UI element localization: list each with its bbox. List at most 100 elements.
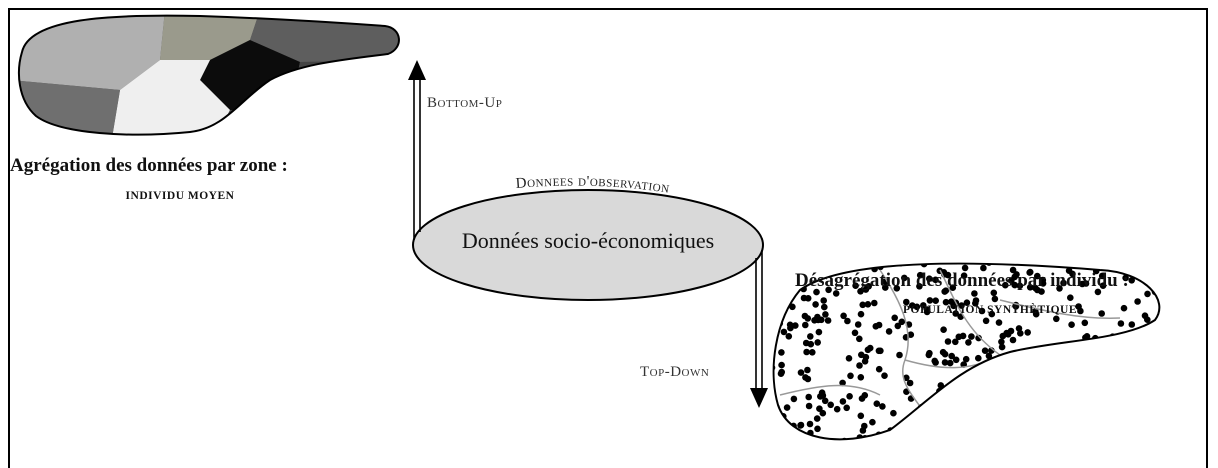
population-dot xyxy=(971,290,978,297)
disaggregation-title: Désagrégation des données par individu : xyxy=(795,270,1129,291)
population-dot xyxy=(864,301,872,308)
population-dot xyxy=(1096,396,1104,404)
population-dot xyxy=(891,314,898,322)
population-dot xyxy=(1025,256,1032,263)
population-dot xyxy=(1061,419,1069,427)
population-dot xyxy=(832,290,840,297)
population-dot xyxy=(926,297,934,304)
population-dot xyxy=(806,420,814,428)
population-dot xyxy=(804,366,811,374)
population-dot xyxy=(773,263,779,266)
population-dot xyxy=(802,321,809,329)
population-dot xyxy=(1148,406,1155,414)
population-dot xyxy=(969,426,977,434)
population-dot xyxy=(946,359,954,367)
population-dot xyxy=(833,255,840,262)
population-dot xyxy=(1141,312,1149,320)
population-dot xyxy=(1035,391,1042,399)
population-dot xyxy=(1067,294,1074,302)
population-dot xyxy=(954,392,962,400)
population-dot xyxy=(1037,394,1045,402)
population-dot xyxy=(975,354,982,362)
population-dot xyxy=(822,311,829,318)
population-dot xyxy=(1007,327,1015,335)
population-dot xyxy=(857,310,865,318)
population-dot xyxy=(1148,256,1155,263)
population-dot xyxy=(1029,429,1036,436)
population-dot xyxy=(932,276,939,284)
population-dot xyxy=(854,321,862,328)
population-dot xyxy=(777,370,785,378)
population-dot xyxy=(839,398,847,405)
population-dot xyxy=(936,425,944,433)
population-dot xyxy=(1156,263,1160,265)
population-dot xyxy=(819,409,827,417)
population-dot xyxy=(814,339,821,346)
population-dot xyxy=(904,263,911,265)
population-dot xyxy=(843,404,850,412)
population-dot xyxy=(999,438,1006,440)
zone-boundary-4 xyxy=(999,299,1121,320)
population-dot xyxy=(1124,386,1132,393)
population-dot xyxy=(1078,389,1086,396)
population-dot xyxy=(948,431,955,438)
population-dot xyxy=(797,369,805,376)
aggregation-subtitle: INDIVIDU MOYEN xyxy=(125,190,235,202)
population-dot xyxy=(952,338,959,346)
population-dot xyxy=(889,430,897,437)
population-dot xyxy=(777,295,784,302)
population-dot xyxy=(1086,397,1094,404)
population-dot xyxy=(1035,389,1043,396)
population-dot xyxy=(885,328,893,335)
population-dot xyxy=(1105,350,1112,358)
population-dot xyxy=(1056,348,1063,355)
population-dot xyxy=(988,310,996,318)
population-dot xyxy=(893,285,901,292)
population-dot xyxy=(1028,349,1035,357)
population-dot xyxy=(827,401,834,409)
population-dot xyxy=(940,414,947,421)
population-dot xyxy=(839,379,846,387)
population-dot xyxy=(1070,375,1078,383)
population-dot xyxy=(1099,282,1107,290)
population-dot xyxy=(833,263,840,269)
zone-boundary-3 xyxy=(939,269,1001,356)
zone-white xyxy=(110,60,230,135)
population-dot xyxy=(1057,348,1065,355)
population-dot xyxy=(864,346,872,354)
population-dot xyxy=(819,263,827,264)
population-dot xyxy=(1098,272,1106,280)
population-dot xyxy=(1045,356,1052,364)
population-dot xyxy=(1009,266,1017,274)
population-dot xyxy=(1053,315,1060,323)
population-dot xyxy=(998,338,1005,346)
population-dot xyxy=(833,405,841,413)
population-dot xyxy=(926,275,933,283)
population-dot xyxy=(896,351,903,359)
population-dot xyxy=(1120,304,1128,312)
population-dot xyxy=(952,356,960,364)
population-dot xyxy=(875,347,883,355)
population-dot xyxy=(965,339,972,346)
population-dot xyxy=(901,274,908,282)
population-dot xyxy=(900,431,907,439)
population-dot xyxy=(1020,389,1027,396)
population-dot xyxy=(1056,285,1063,292)
population-dot xyxy=(1035,377,1043,385)
population-dot xyxy=(1056,431,1064,439)
population-dot xyxy=(985,352,993,360)
population-dot xyxy=(1111,411,1118,418)
population-dot xyxy=(904,440,911,447)
population-dot xyxy=(1034,272,1041,280)
population-dot xyxy=(1137,439,1145,440)
population-dot xyxy=(847,372,854,380)
population-dot xyxy=(768,441,775,448)
population-dot xyxy=(1066,378,1074,386)
population-dot xyxy=(1077,428,1085,436)
population-dot xyxy=(982,317,990,325)
population-dot xyxy=(972,297,980,304)
population-dot xyxy=(881,372,888,380)
population-dot xyxy=(955,410,963,418)
synthetic-population-outline xyxy=(772,262,1161,441)
population-dot xyxy=(1102,263,1110,267)
